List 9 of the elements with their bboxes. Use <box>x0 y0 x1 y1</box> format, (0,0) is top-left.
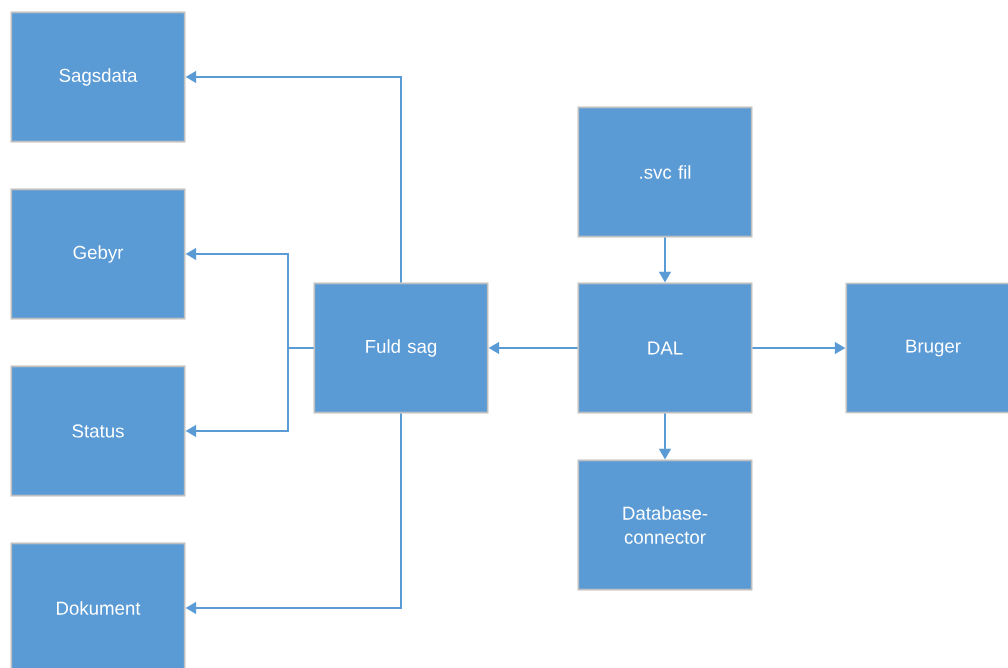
process-box: Sagsdata <box>10 11 186 143</box>
process-box: Status <box>10 365 186 497</box>
process-box: .svc fil <box>577 106 753 238</box>
process-box: Database-connector <box>577 459 753 591</box>
process-box: Dokument <box>10 542 186 668</box>
process-box: DAL <box>577 282 753 414</box>
process-box: Fuld sag <box>313 282 489 414</box>
process-box: Bruger <box>845 282 1008 414</box>
process-box: Gebyr <box>10 188 186 320</box>
